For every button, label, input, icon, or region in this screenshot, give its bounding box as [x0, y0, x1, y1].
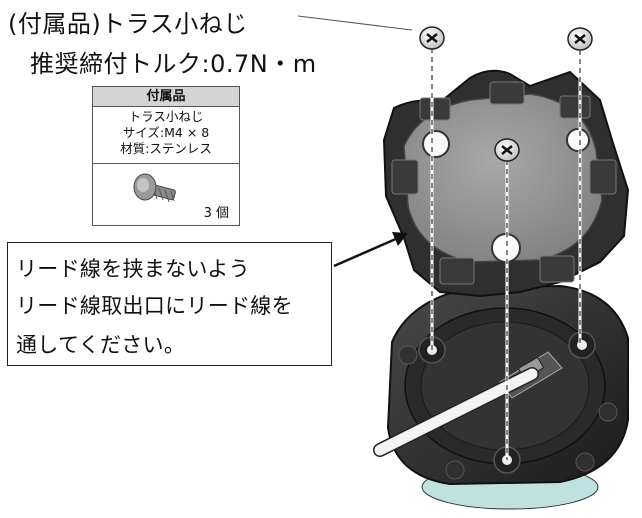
screw-icon — [567, 27, 593, 51]
note-line-3: 通してください。 — [16, 333, 186, 357]
cover-hole — [566, 128, 590, 152]
header-title: (付属品)トラス小ねじ — [8, 10, 248, 38]
instruction-note: リード線を挟まないよう リード線取出口にリード線を 通してください。 — [7, 242, 332, 366]
parts-table-body: トラス小ねじ サイズ:M4 × 8 材質:ステンレス — [93, 107, 239, 164]
note-line-1: リード線を挟まないよう — [16, 257, 250, 281]
parts-name: トラス小ねじ — [128, 109, 204, 124]
screw-icon — [494, 138, 520, 162]
parts-size: サイズ:M4 × 8 — [122, 125, 210, 140]
parts-table: 付属品 トラス小ねじ サイズ:M4 × 8 材質:ステンレス 3 個 — [92, 86, 240, 226]
torque-spec: 推奨締付トルク:0.7N・m — [30, 50, 317, 78]
note-line-2: リード線取出口にリード線を — [16, 294, 293, 318]
cover-hole — [422, 130, 450, 158]
screw-icon — [419, 26, 445, 50]
arrow-head — [392, 232, 408, 246]
parts-count: 3 個 — [203, 206, 229, 221]
parts-table-heading: 付属品 — [93, 87, 239, 107]
screw-photo-icon — [133, 173, 176, 203]
leader-line — [297, 15, 413, 31]
note-arrow — [333, 236, 399, 268]
parts-material: 材質:ステンレス — [120, 141, 212, 156]
